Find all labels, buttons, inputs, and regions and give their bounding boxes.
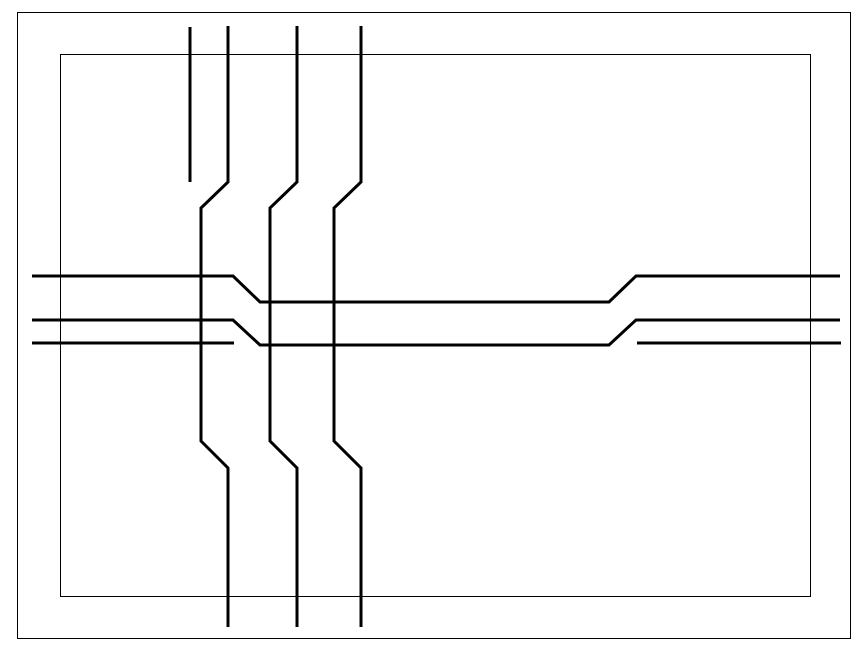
vertical-line-3 bbox=[268, 26, 299, 627]
horizontal-line-middle bbox=[32, 318, 840, 347]
vertical-line-4 bbox=[332, 26, 363, 627]
outer-frame bbox=[17, 12, 851, 639]
vertical-line-2 bbox=[199, 26, 230, 627]
horizontal-line-top bbox=[32, 274, 840, 304]
inner-frame bbox=[60, 54, 811, 597]
